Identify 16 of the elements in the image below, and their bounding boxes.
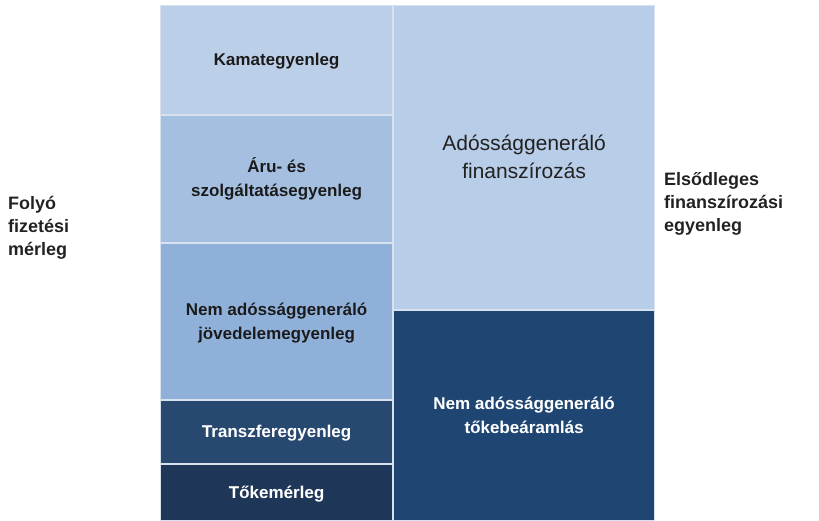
block-label: Tőkemérleg bbox=[228, 482, 324, 504]
block bbox=[160, 464, 393, 521]
block bbox=[160, 115, 393, 243]
block-label: Nem adóssággeneráló jövedelemegyenleg bbox=[184, 298, 368, 345]
block bbox=[393, 5, 655, 310]
side-label: Folyó fizetési mérleg bbox=[8, 192, 70, 261]
block-label: Áru- és szolgáltatásegyenleg bbox=[190, 156, 363, 202]
block-label: Adóssággeneráló finanszírozás bbox=[441, 130, 607, 184]
block bbox=[393, 310, 655, 521]
block-label: Nem adóssággeneráló tőkebeáramlás bbox=[432, 392, 616, 438]
side-label: Elsődleges finanszírozási egyenleg bbox=[664, 168, 784, 237]
block bbox=[160, 243, 393, 400]
block bbox=[160, 400, 393, 464]
block-label: Kamategyenleg bbox=[214, 49, 340, 71]
block-label: Transzferegyenleg bbox=[202, 421, 352, 443]
block bbox=[160, 5, 393, 115]
